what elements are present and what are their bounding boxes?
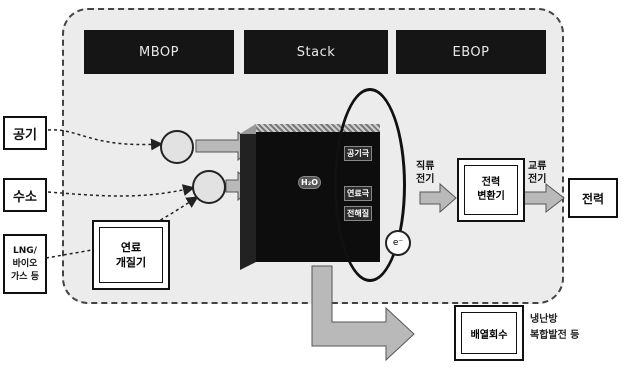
heat-recovery-inner: 배열회수	[461, 312, 517, 354]
fuel-label-line2: 바이오	[12, 258, 38, 269]
ac-label-line2: 전기	[528, 174, 547, 185]
hydrogen-label: 수소	[13, 189, 37, 205]
power-converter-box: 전력 변환기	[457, 158, 525, 222]
heat-recovery-label: 배열회수	[470, 329, 508, 341]
heat-recovery-box: 배열회수	[454, 305, 524, 361]
mbop-header: MBOP	[84, 30, 234, 74]
hydrogen-supply-line	[47, 184, 195, 197]
reformer-supply-line	[149, 196, 199, 227]
fuel-reformer-inner: 연료 개질기	[99, 227, 163, 283]
ac-label: 교류 전기	[528, 160, 546, 186]
fuel-reformer-box: 연료 개질기	[92, 220, 170, 290]
stack-header: Stack	[244, 30, 388, 74]
power-converter-inner: 전력 변환기	[464, 165, 518, 215]
electron-badge: e⁻	[385, 230, 411, 256]
ac-label-line1: 교류	[528, 161, 547, 172]
electron-circuit-loop	[334, 88, 406, 282]
converter-label-line2: 변환기	[477, 191, 505, 202]
heat-note-line2: 복합발전 등	[530, 330, 580, 341]
hydrogen-input-box: 수소	[3, 178, 47, 212]
dc-label-line1: 직류	[416, 161, 435, 172]
fuel-input-box: LNG/ 바이오 가스 등	[3, 234, 47, 294]
reformer-label-line2: 개질기	[115, 256, 147, 269]
hydrogen-pump-icon	[192, 170, 226, 204]
fuel-label-line1: LNG/	[13, 245, 37, 256]
heat-recovery-arrow	[311, 265, 415, 362]
power-output-label: 전력	[581, 191, 605, 206]
dc-arrow	[419, 182, 457, 214]
fuel-label-line3: 가스 등	[11, 271, 39, 282]
air-label: 공기	[13, 127, 37, 143]
stack-label-water: H₂O	[298, 176, 321, 189]
air-blower-icon	[160, 130, 194, 164]
air-supply-line	[47, 129, 163, 151]
ac-arrow	[521, 182, 565, 214]
ebop-header: EBOP	[396, 30, 546, 74]
stack-side	[240, 124, 256, 270]
power-output-box: 전력	[568, 178, 618, 218]
air-input-box: 공기	[3, 116, 47, 150]
heat-note-line1: 냉난방	[530, 314, 558, 325]
dc-label-line2: 전기	[416, 174, 435, 185]
dc-label: 직류 전기	[416, 160, 434, 186]
fuel-to-reformer-line	[45, 249, 93, 259]
heat-usage-note: 냉난방 복합발전 등	[530, 312, 579, 344]
converter-label-line1: 전력	[481, 177, 501, 188]
reformer-label-line1: 연료	[120, 241, 142, 254]
